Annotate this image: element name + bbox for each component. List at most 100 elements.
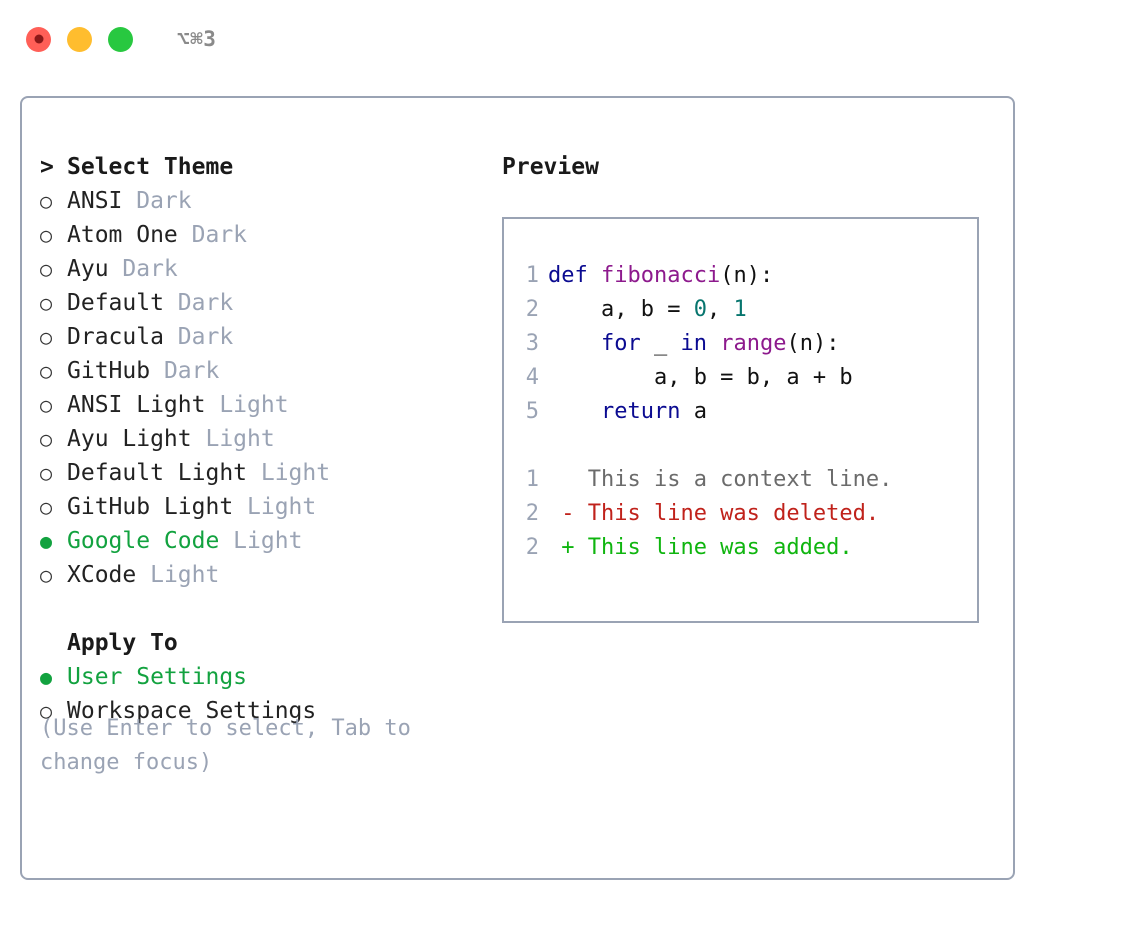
theme-item-label: Ayu bbox=[67, 256, 109, 282]
caret-icon: > bbox=[40, 154, 54, 180]
theme-list-item[interactable]: ○ ANSI Dark bbox=[40, 184, 490, 218]
theme-list-item[interactable]: ○ XCode Light bbox=[40, 558, 490, 592]
radio-unselected-icon: ○ bbox=[40, 427, 53, 451]
theme-item-variant-tag: Light bbox=[233, 494, 317, 520]
apply-to-option-label: Workspace Settings bbox=[67, 698, 317, 724]
theme-list-item[interactable]: ○ Atom One Dark bbox=[40, 218, 490, 252]
theme-item-variant-tag: Light bbox=[136, 562, 220, 588]
theme-item-variant-tag: Light bbox=[191, 426, 275, 452]
maximize-window-button[interactable] bbox=[108, 26, 133, 52]
code-token-pl: a bbox=[680, 399, 707, 424]
minimize-window-button[interactable] bbox=[67, 26, 92, 52]
code-line: 2 a, b = 0, 1 bbox=[518, 293, 977, 327]
radio-selected-icon: ● bbox=[40, 529, 53, 553]
preview-heading: Preview bbox=[502, 154, 599, 180]
theme-item-label: ANSI bbox=[67, 188, 123, 214]
close-window-button[interactable] bbox=[26, 26, 51, 52]
radio-unselected-icon: ○ bbox=[40, 257, 53, 281]
code-token-pl: , bbox=[706, 297, 734, 322]
title-bar: ⌥⌘3 bbox=[0, 0, 1140, 78]
apply-to-heading: Apply To bbox=[67, 630, 178, 656]
select-theme-heading: > Select Theme bbox=[40, 150, 490, 184]
code-line-number: 3 bbox=[525, 331, 539, 356]
theme-item-variant-tag: Light bbox=[205, 392, 289, 418]
apply-to-option[interactable]: ● User Settings bbox=[40, 660, 490, 694]
code-token-pl bbox=[548, 399, 601, 424]
code-diff-spacer bbox=[518, 429, 977, 463]
theme-list-item[interactable]: ○ Dracula Dark bbox=[40, 320, 490, 354]
code-token-kw: for bbox=[600, 331, 641, 356]
theme-item-variant-tag: Dark bbox=[108, 256, 178, 282]
code-token-pl: a, b = b, a + b bbox=[548, 365, 853, 390]
diff-line: 1 This is a context line. bbox=[518, 463, 977, 497]
select-theme-heading-label: Select Theme bbox=[67, 154, 234, 180]
diff-line-text: + This line was added. bbox=[548, 535, 853, 560]
code-token-num: 0 bbox=[693, 297, 707, 322]
code-line: 4 a, b = b, a + b bbox=[518, 361, 977, 395]
code-line-text: for _ in range(n): bbox=[548, 327, 839, 361]
code-token-num: 1 bbox=[733, 297, 747, 322]
theme-item-variant-tag: Light bbox=[219, 528, 303, 554]
theme-item-label: Dracula bbox=[67, 324, 164, 350]
theme-item-label: ANSI Light bbox=[67, 392, 206, 418]
apply-to-list: ● User Settings ○ Workspace Settings bbox=[40, 660, 490, 728]
radio-unselected-icon: ○ bbox=[40, 325, 53, 349]
theme-item-variant-tag: Dark bbox=[150, 358, 220, 384]
theme-item-variant-tag: Dark bbox=[122, 188, 192, 214]
code-line-text: return a bbox=[548, 395, 707, 429]
diff-line: 2 - This line was deleted. bbox=[518, 497, 977, 531]
radio-unselected-icon: ○ bbox=[40, 495, 53, 519]
radio-unselected-icon: ○ bbox=[40, 189, 53, 213]
theme-item-label: GitHub Light bbox=[67, 494, 234, 520]
apply-to-option[interactable]: ○ Workspace Settings bbox=[40, 694, 490, 728]
code-token-kw: def bbox=[548, 263, 601, 288]
code-token-pl: (n): bbox=[720, 263, 774, 288]
theme-list-item[interactable]: ○ Ayu Dark bbox=[40, 252, 490, 286]
diff-line-text: - This line was deleted. bbox=[548, 501, 880, 526]
theme-item-label: GitHub bbox=[67, 358, 151, 384]
radio-unselected-icon: ○ bbox=[40, 393, 53, 417]
theme-item-label: Atom One bbox=[67, 222, 178, 248]
theme-item-label: Default bbox=[67, 290, 164, 316]
theme-item-label: Ayu Light bbox=[67, 426, 192, 452]
theme-list-item[interactable]: ○ GitHub Light Light bbox=[40, 490, 490, 524]
code-line-text: def fibonacci(n): bbox=[548, 259, 773, 293]
radio-unselected-icon: ○ bbox=[40, 699, 53, 723]
theme-list-item[interactable]: ○Default Dark bbox=[40, 286, 490, 320]
code-token-pl: (n): bbox=[786, 331, 840, 356]
apply-to-option-label: User Settings bbox=[67, 664, 248, 690]
code-token-pl: _ bbox=[640, 331, 681, 356]
code-line: 1 def fibonacci(n): bbox=[518, 259, 977, 293]
code-token-kw: in bbox=[680, 331, 707, 356]
theme-item-label: Default Light bbox=[67, 460, 248, 486]
diff-preview: 1 This is a context line.2 - This line w… bbox=[518, 463, 977, 565]
diff-line-number: 2 bbox=[525, 535, 539, 560]
radio-unselected-icon: ○ bbox=[40, 461, 53, 485]
theme-list-item[interactable]: ○ GitHub Dark bbox=[40, 354, 490, 388]
theme-list-item[interactable]: ○ Default Light Light bbox=[40, 456, 490, 490]
theme-item-variant-tag: Light bbox=[247, 460, 331, 486]
theme-item-variant-tag: Dark bbox=[163, 324, 234, 350]
code-token-pl bbox=[707, 331, 720, 356]
code-line-number: 1 bbox=[525, 263, 539, 288]
theme-list-item[interactable]: ○ ANSI Light Light bbox=[40, 388, 490, 422]
theme-list-item[interactable]: ●Google Code Light bbox=[40, 524, 490, 558]
theme-item-label: XCode bbox=[67, 562, 137, 588]
radio-unselected-icon: ○ bbox=[40, 359, 53, 383]
code-line-text: a, b = 0, 1 bbox=[548, 293, 747, 327]
radio-unselected-icon: ○ bbox=[40, 563, 53, 587]
theme-list-item[interactable]: ○ Ayu Light Light bbox=[40, 422, 490, 456]
radio-selected-icon: ● bbox=[40, 665, 53, 689]
keyboard-hint: (Use Enter to select, Tab to change focu… bbox=[40, 716, 425, 775]
code-token-pl bbox=[548, 331, 601, 356]
theme-selector-column: > Select Theme ○ ANSI Dark ○ Atom One Dark ○ A… bbox=[40, 150, 490, 728]
diff-line-text: This is a context line. bbox=[548, 467, 893, 492]
code-line-text: a, b = b, a + b bbox=[548, 361, 853, 395]
code-preview: 1 def fibonacci(n):2 a, b = 0, 1 3 for _ i… bbox=[518, 259, 977, 429]
theme-item-variant-tag: Dark bbox=[177, 222, 248, 248]
radio-unselected-icon: ○ bbox=[40, 223, 53, 247]
code-token-fn: range bbox=[720, 331, 787, 356]
